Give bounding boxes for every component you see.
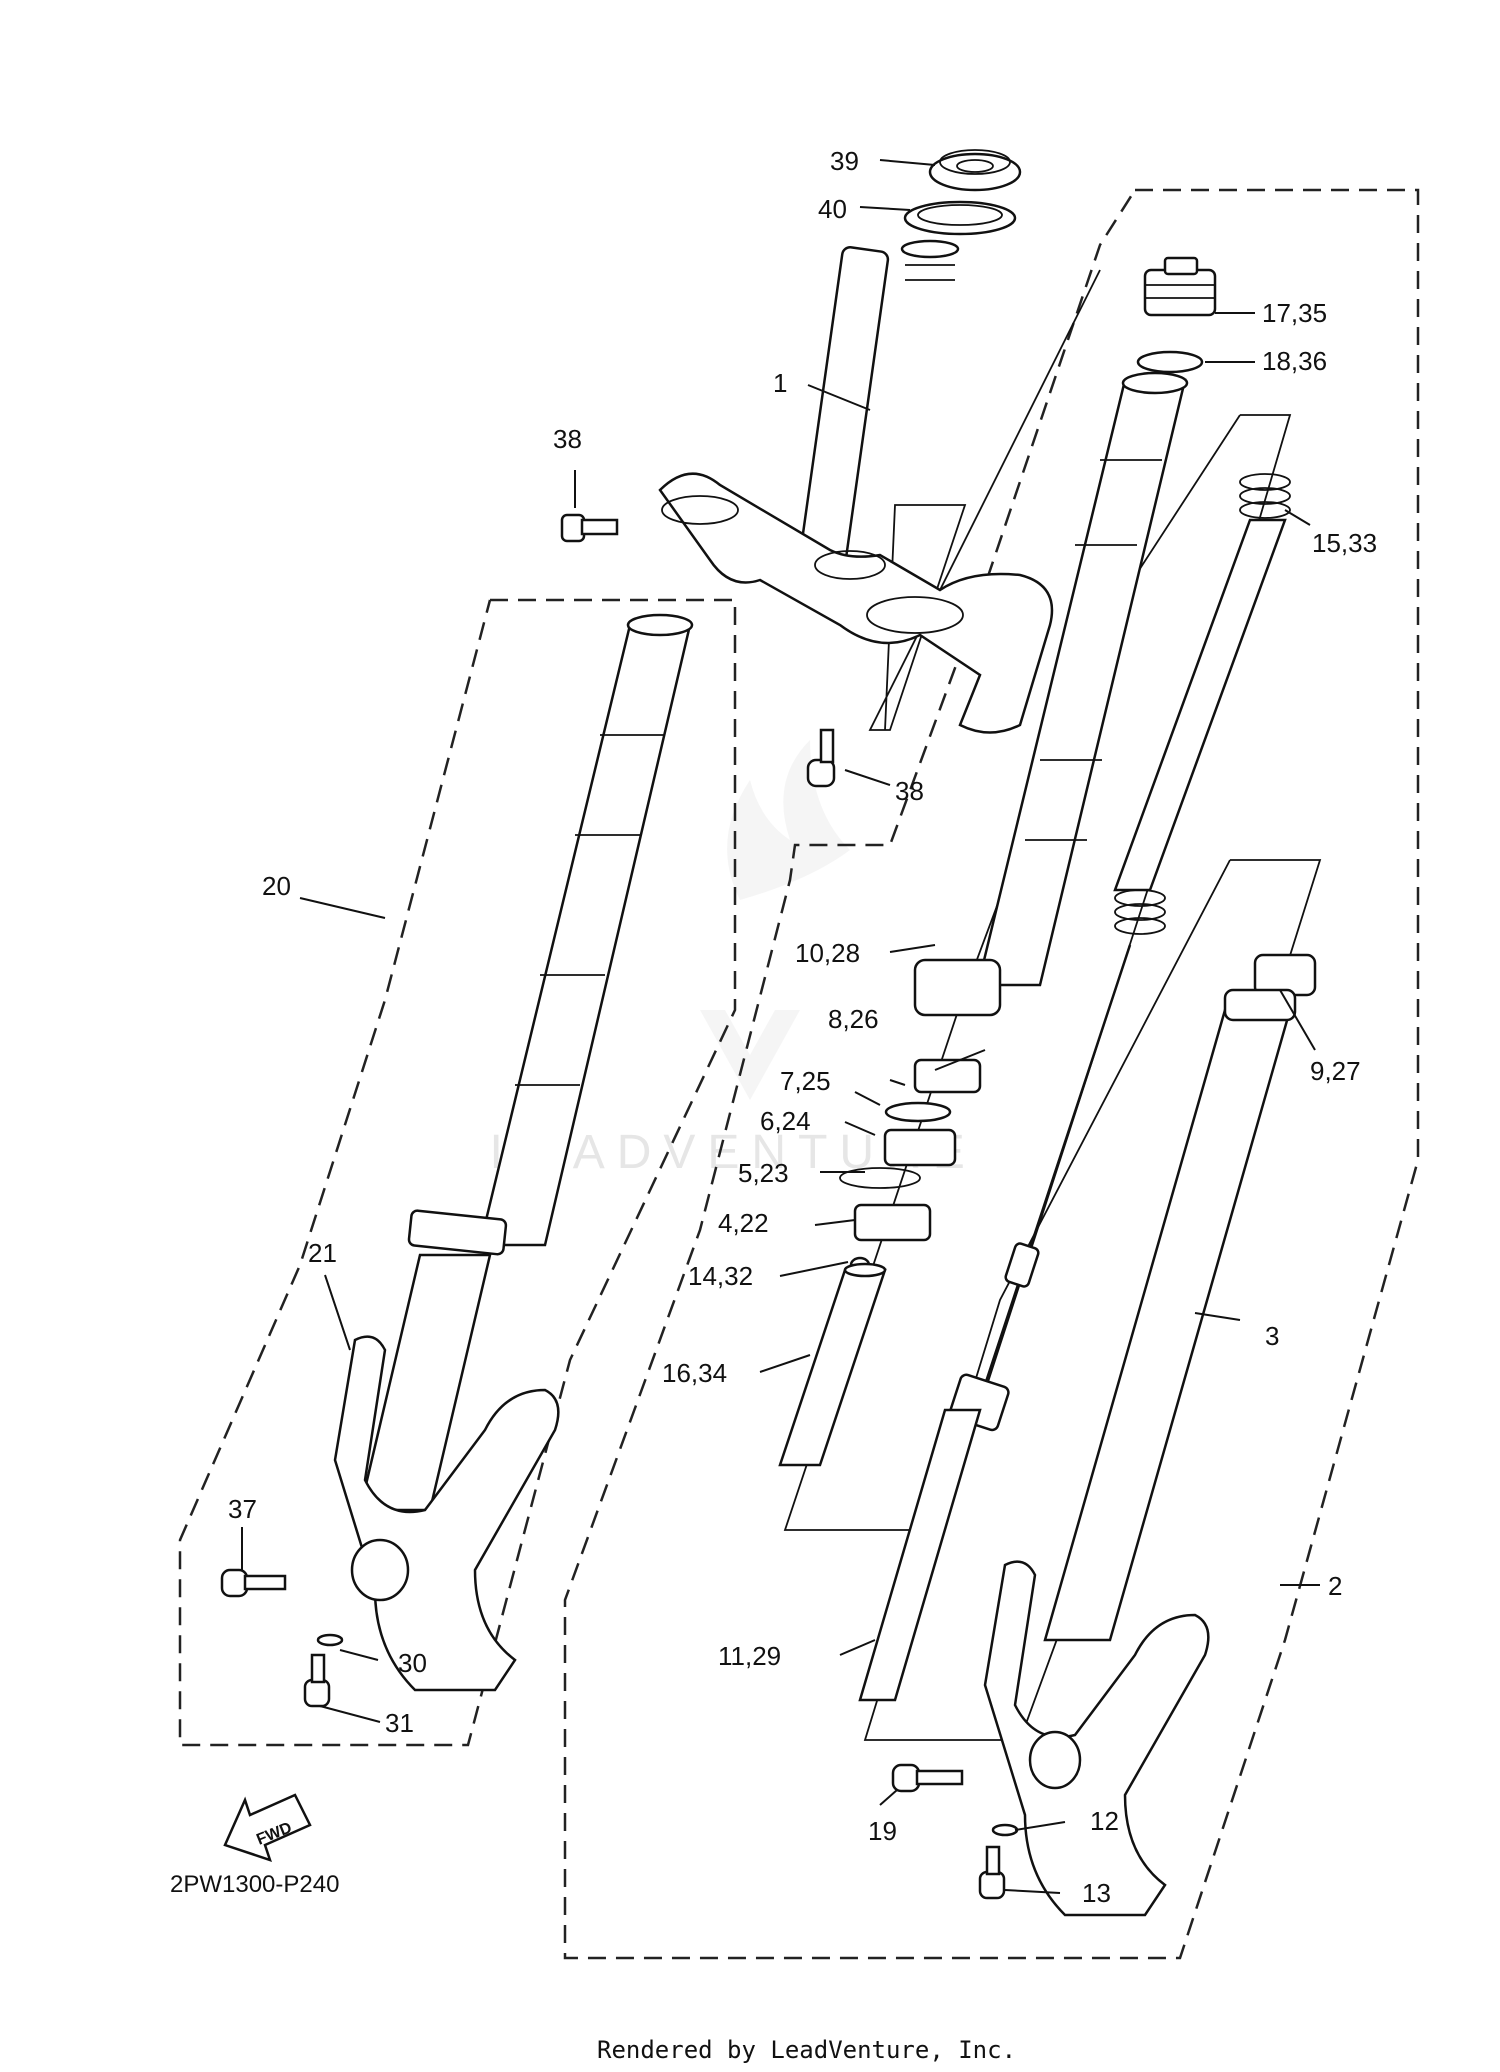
label-9-27: 9,27 — [1310, 1056, 1361, 1086]
lower-bracket — [658, 472, 1054, 734]
bolt-13 — [978, 1845, 1006, 1900]
seal-40 — [903, 200, 1017, 236]
bolt-37 — [220, 1568, 287, 1598]
o-ring-18-36 — [1136, 350, 1204, 374]
label-38-upper: 38 — [553, 424, 582, 454]
damper-rod — [948, 944, 1132, 1432]
group-outline-right-leg — [563, 188, 1420, 1960]
label-18-36: 18,36 — [1262, 346, 1327, 376]
label-38-lower: 38 — [895, 776, 924, 806]
label-1: 1 — [773, 368, 787, 398]
label-12: 12 — [1090, 1806, 1119, 1836]
fwd-arrow-icon: FWD — [223, 1793, 312, 1862]
collar-16-34 — [778, 1262, 887, 1467]
left-fork-leg — [333, 613, 694, 1692]
label-14-32: 14,32 — [688, 1261, 753, 1291]
washer-30 — [316, 1633, 344, 1647]
label-30: 30 — [398, 1648, 427, 1678]
cap-bolt-17-35 — [1143, 256, 1217, 317]
label-40: 40 — [818, 194, 847, 224]
rod-11-29 — [858, 1408, 982, 1702]
group-outline-left-leg — [178, 598, 737, 1747]
label-2: 2 — [1328, 1571, 1342, 1601]
label-17-35: 17,35 — [1262, 298, 1327, 328]
bolt-31 — [303, 1653, 331, 1708]
diagram-code: 2PW1300-P240 — [170, 1871, 339, 1898]
label-10-28: 10,28 — [795, 938, 860, 968]
bolt-38-lower — [806, 728, 836, 788]
footer-credit: Rendered by LeadVenture, Inc. — [597, 2036, 1016, 2064]
label-8-26: 8,26 — [828, 1004, 879, 1034]
label-11-29: 11,29 — [718, 1641, 781, 1671]
bearing-39 — [928, 149, 1022, 192]
label-13: 13 — [1082, 1878, 1111, 1908]
part-labels: 39 40 1 38 38 17,35 18,36 15,33 20 10,28… — [228, 146, 1377, 1908]
label-15-33: 15,33 — [1312, 528, 1377, 558]
steering-stem — [798, 239, 960, 570]
label-20: 20 — [262, 871, 291, 901]
label-3: 3 — [1265, 1321, 1279, 1351]
bolt-38-upper — [560, 513, 619, 543]
label-4-22: 4,22 — [718, 1208, 769, 1238]
leader-lines — [241, 159, 1320, 1894]
label-19: 19 — [868, 1816, 897, 1846]
washer-12 — [991, 1823, 1019, 1837]
outer-tube-3 — [983, 988, 1297, 1917]
label-39: 39 — [830, 146, 859, 176]
label-6-24: 6,24 — [760, 1106, 811, 1136]
seal-stack — [839, 1058, 982, 1274]
inner-tube-10-28 — [913, 371, 1189, 1017]
spring-15-33 — [1113, 473, 1291, 935]
label-37: 37 — [228, 1494, 257, 1524]
label-7-25: 7,25 — [780, 1066, 831, 1096]
bolt-19 — [891, 1763, 964, 1793]
label-16-34: 16,34 — [662, 1358, 727, 1388]
label-5-23: 5,23 — [738, 1158, 789, 1188]
label-21: 21 — [308, 1238, 337, 1268]
label-31: 31 — [385, 1708, 414, 1738]
watermark-logo — [700, 740, 850, 1100]
